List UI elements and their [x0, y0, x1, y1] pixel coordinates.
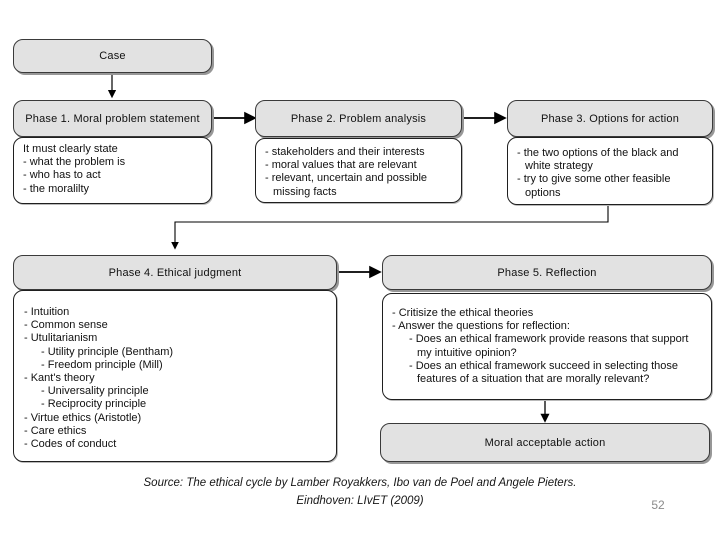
- phase2-detail-box: - stakeholders and their interests - mor…: [255, 138, 462, 203]
- source-citation-line1: Source: The ethical cycle by Lamber Roya…: [143, 477, 577, 489]
- phase4-header: Phase 4. Ethical judgment: [13, 255, 337, 290]
- phase1-item: - who has to act: [23, 169, 101, 182]
- phase1-detail-box: It must clearly state - what the problem…: [13, 137, 212, 204]
- phase4-subitem: - Freedom principle (Mill): [41, 358, 163, 371]
- phase1-header: Phase 1. Moral problem statement: [13, 100, 212, 137]
- phase3-title: Phase 3. Options for action: [540, 112, 680, 125]
- phase1-item: - the moralilty: [23, 182, 90, 195]
- phase4-item: - Virtue ethics (Aristotle): [24, 411, 142, 424]
- phase5-item: - Critisize the ethical theories: [392, 307, 534, 319]
- phase4-item: - Kant's theory: [24, 372, 95, 385]
- source-citation-line2: Eindhoven: LIvET (2009): [296, 495, 424, 507]
- phase2-item: - relevant, uncertain and possible missi…: [265, 172, 428, 198]
- phase5-detail-box: - Critisize the ethical theories - Answe…: [382, 293, 712, 400]
- phase2-header: Phase 2. Problem analysis: [255, 100, 462, 137]
- phase3-detail-box: - the two options of the black and white…: [507, 137, 713, 205]
- phase4-subitem: - Utility principle (Bentham): [41, 345, 174, 358]
- phase3-item: - try to give some other feasible option…: [517, 173, 671, 199]
- phase4-title: Phase 4. Ethical judgment: [108, 266, 242, 279]
- case-box: Case: [13, 39, 212, 73]
- phase4-detail-box: - Intuition - Common sense - Utulitarian…: [13, 290, 337, 462]
- phase4-item: - Utulitarianism: [24, 332, 98, 345]
- phase3-item: - the two options of the black and white…: [517, 147, 679, 173]
- phase4-subitem: - Reciprocity principle: [41, 398, 147, 411]
- phase5-subitem: - Does an ethical framework provide reas…: [409, 333, 689, 359]
- phase2-item: - stakeholders and their interests: [265, 146, 425, 158]
- phase1-item: It must clearly state: [23, 143, 118, 155]
- case-label: Case: [99, 50, 126, 62]
- phase4-item: - Intuition: [24, 306, 70, 318]
- phase1-item: - what the problem is: [23, 156, 126, 169]
- connector-phase3-to-phase4: [171, 204, 609, 250]
- result-box: Moral acceptable action: [380, 423, 710, 462]
- phase4-item: - Common sense: [24, 319, 108, 332]
- phase4-item: - Care ethics: [24, 424, 87, 437]
- phase2-item: - moral values that are relevant: [265, 159, 417, 172]
- result-label: Moral acceptable action: [484, 436, 606, 449]
- phase1-title: Phase 1. Moral problem statement: [25, 112, 200, 125]
- phase2-title: Phase 2. Problem analysis: [290, 112, 427, 125]
- phase3-header: Phase 3. Options for action: [507, 100, 713, 137]
- phase5-item: - Answer the questions for reflection:: [392, 320, 570, 333]
- phase4-subitem: - Universality principle: [41, 385, 149, 398]
- phase5-header: Phase 5. Reflection: [382, 255, 712, 290]
- phase5-title: Phase 5. Reflection: [497, 266, 597, 279]
- phase5-subitem: - Does an ethical framework succeed in s…: [409, 359, 679, 386]
- phase4-item: - Codes of conduct: [24, 438, 117, 451]
- page-number: 52: [651, 498, 665, 512]
